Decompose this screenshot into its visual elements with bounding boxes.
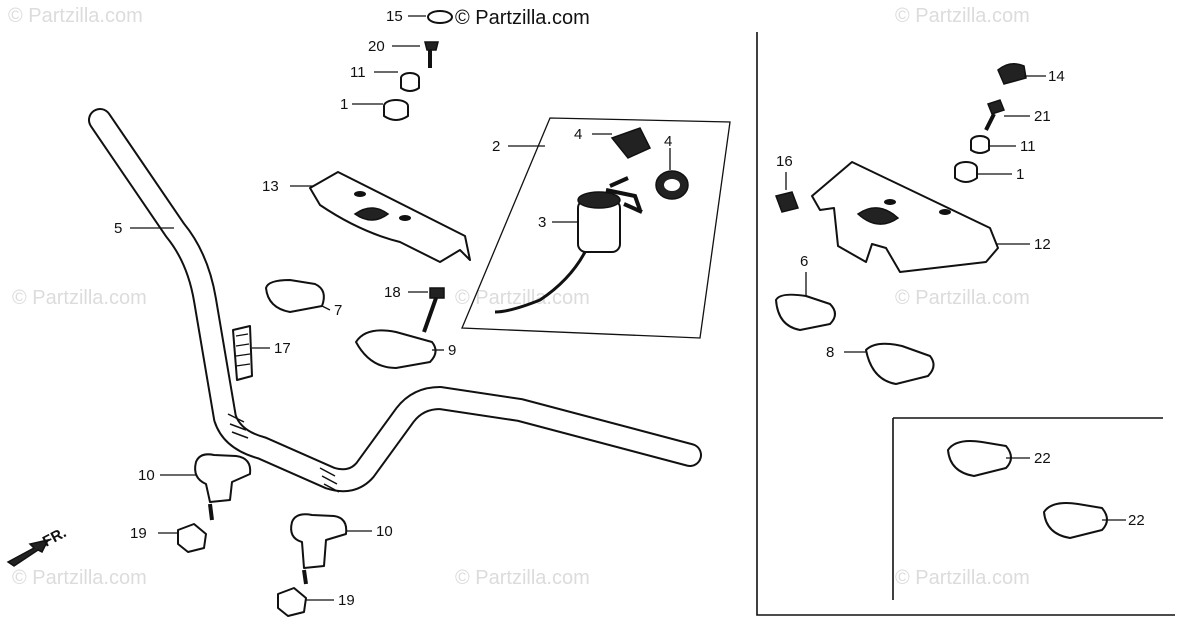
callout-number: 22: [1128, 512, 1145, 529]
nut-part: [277, 587, 307, 617]
watermark: © Partzilla.com: [895, 567, 1030, 589]
callout-number: 3: [538, 214, 546, 231]
nut-part: [177, 523, 207, 553]
leader-lines: [130, 15, 1126, 601]
callout-number: 10: [376, 523, 393, 540]
callout-number: 22: [1034, 450, 1051, 467]
callout-number: 1: [1016, 166, 1024, 183]
upper-holder-part: [865, 342, 935, 385]
callout-number: 1: [340, 96, 348, 113]
grip-tape-part: [232, 325, 253, 381]
watermark: © Partzilla.com: [455, 287, 590, 309]
handlebar-pipe: [88, 108, 702, 493]
watermark: © Partzilla.com: [12, 567, 147, 589]
callout-number: 10: [138, 467, 155, 484]
callout-number: 20: [368, 38, 385, 55]
ignition-switch-parts: [494, 127, 689, 314]
handlebar-cover-part: [811, 161, 999, 273]
stack-parts-top: [383, 10, 453, 121]
watermark: © Partzilla.com: [895, 5, 1030, 27]
callout-number: 9: [448, 342, 456, 359]
callout-number: 16: [776, 153, 793, 170]
callout-number: 8: [826, 344, 834, 361]
callout-number: 14: [1048, 68, 1065, 85]
callout-number: 12: [1034, 236, 1051, 253]
callout-number: 11: [350, 64, 366, 81]
callout-number: 21: [1034, 108, 1051, 125]
watermark: © Partzilla.com: [895, 287, 1030, 309]
upper-holder-part: [265, 279, 325, 313]
holder-part: [947, 440, 1012, 477]
callout-number: 5: [114, 220, 122, 237]
handlebar-cover-part: [309, 171, 471, 263]
stack-parts-right: [775, 63, 1027, 213]
callout-number: 13: [262, 178, 279, 195]
ignition-switch-group-frame: [461, 117, 731, 339]
inset-panel-border: [892, 417, 1163, 600]
callout-number: 19: [338, 592, 355, 609]
callout-number: 17: [274, 340, 291, 357]
watermark: © Partzilla.com: [8, 5, 143, 27]
upper-holder-part: [355, 329, 437, 369]
callout-number: 7: [334, 302, 342, 319]
front-direction-arrow: FR.: [6, 524, 69, 567]
upper-holder-part: [775, 293, 836, 331]
lower-holder-part: [194, 453, 348, 585]
callout-labels: 15 20 11 1 2 4 4 3 13 5 7 18 9 17 10 19 …: [114, 8, 1145, 609]
callout-number: 19: [130, 525, 147, 542]
callout-number: 4: [574, 126, 582, 143]
callout-number: 15: [386, 8, 403, 25]
holder-part: [1043, 502, 1108, 539]
bolt-part: [422, 287, 445, 333]
callout-number: 4: [664, 133, 672, 150]
right-panel-border: [756, 32, 1175, 616]
watermark-top: © Partzilla.com: [455, 7, 590, 29]
callout-number: 2: [492, 138, 500, 155]
watermark: © Partzilla.com: [455, 567, 590, 589]
callout-number: 18: [384, 284, 401, 301]
watermark: © Partzilla.com: [12, 287, 147, 309]
callout-number: 11: [1020, 138, 1036, 155]
callout-number: 6: [800, 253, 808, 270]
